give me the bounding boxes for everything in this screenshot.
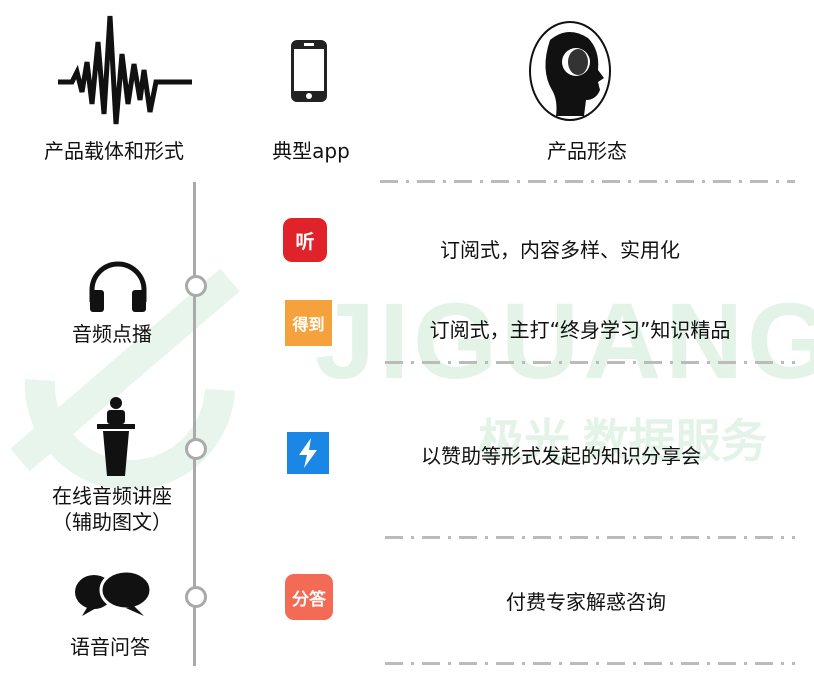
form-fenda: 付费专家解惑咨询 <box>506 590 666 614</box>
podium-speaker-icon <box>97 397 135 476</box>
divider <box>385 662 795 665</box>
lightning-icon <box>287 432 329 474</box>
phone-icon <box>291 40 327 102</box>
carrier-audio-on-demand: 音频点播 <box>72 322 152 346</box>
waveform-icon <box>58 15 192 125</box>
header-carrier: 产品载体和形式 <box>44 139 184 163</box>
form-dedao: 订阅式，主打“终身学习”知识精品 <box>429 318 731 342</box>
carrier-audio-lecture: 在线音频讲座 <box>52 484 172 508</box>
form-lecture: 以赞助等形式发起的知识分享会 <box>421 444 701 468</box>
timeline-node <box>185 586 207 608</box>
header-app: 典型app <box>272 139 350 163</box>
watermark-en: JIGUANG <box>315 280 814 401</box>
app-icon-fenda: 分答 <box>285 574 333 620</box>
divider <box>385 361 795 364</box>
timeline-line <box>193 182 196 666</box>
head-eye-icon <box>529 21 611 121</box>
carrier-audio-lecture-note: （辅助图文） <box>52 510 172 534</box>
carrier-voice-qa: 语音问答 <box>70 635 150 659</box>
app-icon-ting: 听 <box>283 218 327 262</box>
timeline-node <box>185 275 207 297</box>
header-form: 产品形态 <box>547 139 627 163</box>
divider <box>385 536 795 539</box>
headphones-icon <box>89 261 147 312</box>
form-ting: 订阅式，内容多样、实用化 <box>440 238 680 262</box>
app-icon-dedao: 得到 <box>285 300 332 346</box>
divider <box>380 180 795 183</box>
timeline-node <box>185 438 207 460</box>
chat-bubbles-icon <box>75 570 152 616</box>
watermark-cn: 极光 数据服务 <box>478 415 767 467</box>
